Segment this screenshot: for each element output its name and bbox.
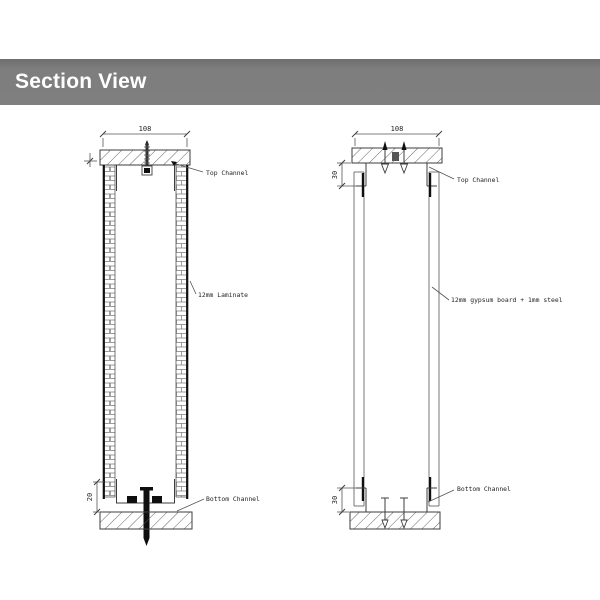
right-panel-right (428, 171, 440, 507)
right-bottom-plate (349, 511, 441, 530)
left-top-channel (116, 165, 175, 191)
left-panel-right (175, 164, 189, 499)
right-board-label: 12mm gypsum board + 1mm steel (451, 296, 563, 304)
right-top-channel-label: Top Channel (457, 176, 499, 184)
left-panel-left (102, 164, 116, 499)
right-top-dim-text: 30 (331, 171, 339, 179)
left-bottom-dimension: 20 (86, 478, 104, 516)
left-plate-thickness-ticks (84, 153, 97, 167)
left-bottom-plate (99, 511, 193, 530)
page-title: Section View (15, 70, 147, 93)
left-section-drawing: 108 (84, 125, 260, 546)
right-bottom-channel (356, 487, 437, 512)
left-laminate-label: 12mm Laminate (198, 291, 248, 299)
right-top-channel (356, 163, 437, 187)
left-width-dim-text: 108 (139, 125, 152, 133)
right-top-plate (351, 147, 443, 164)
right-bottom-channel-label: Bottom Channel (457, 485, 511, 493)
left-bottom-channel-label: Bottom Channel (206, 495, 260, 503)
left-channel-clip (127, 496, 137, 503)
left-labels: Top Channel 12mm Laminate Bottom Channel (171, 161, 260, 512)
right-bottom-dimension: 30 (331, 484, 356, 516)
right-section-drawing: 108 (331, 125, 563, 530)
right-top-anchors (380, 141, 409, 175)
left-top-screw (141, 140, 153, 176)
right-labels: Top Channel 12mm gypsum board + 1mm stee… (427, 166, 563, 503)
left-top-plate (99, 149, 191, 166)
right-bottom-anchors (381, 497, 408, 530)
right-panel-left (353, 171, 365, 507)
left-width-dimension: 108 (99, 125, 191, 147)
right-bottom-dim-text: 30 (331, 496, 339, 504)
section-header: Section View (0, 59, 600, 105)
left-bottom-dim-text: 20 (86, 493, 94, 501)
right-top-dimension: 30 (331, 159, 356, 190)
right-width-dimension: 108 (351, 125, 443, 146)
left-channel-clip (152, 496, 162, 503)
right-width-dim-text: 108 (391, 125, 404, 133)
left-top-channel-label: Top Channel (206, 169, 248, 177)
